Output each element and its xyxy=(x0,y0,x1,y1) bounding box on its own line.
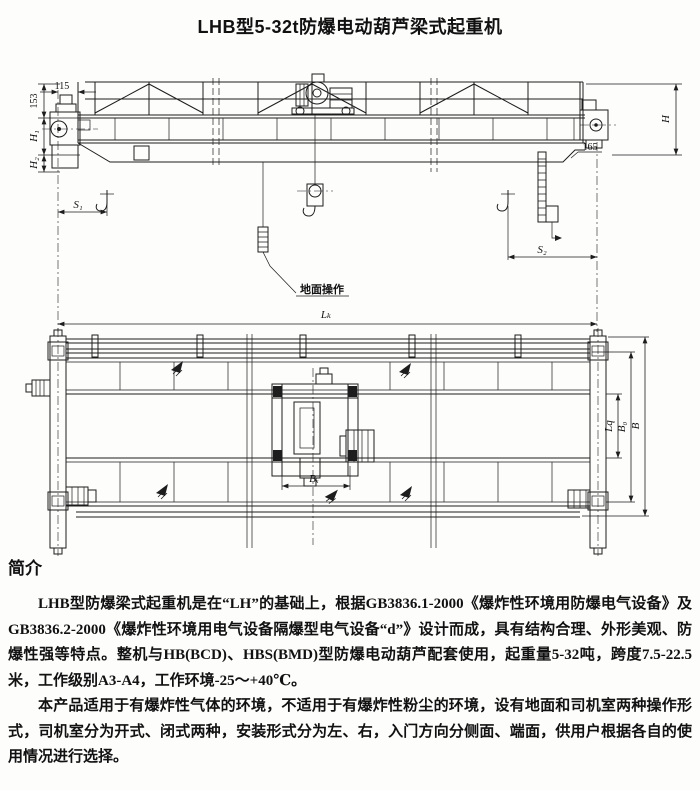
dimension-bx: Bₓ xyxy=(281,466,351,490)
dim-label-h2: H₂ xyxy=(28,157,40,170)
plan-girder-2 xyxy=(65,457,591,507)
plan-trolley xyxy=(271,367,375,487)
s1-hook xyxy=(95,190,114,212)
pendant-control: 地面操作 xyxy=(257,162,349,297)
bridge-girder-truss xyxy=(77,81,585,144)
front-view: 地面操作 115 xyxy=(28,73,682,332)
dimension-s2: S₂ xyxy=(507,206,597,260)
dim-label-153: 153 xyxy=(29,94,40,109)
dim-label-lk: Lₖ xyxy=(320,309,331,321)
dimension-h: H xyxy=(586,83,682,156)
dim-label-bx: Bₓ xyxy=(309,473,319,485)
plan-stays xyxy=(246,334,437,548)
center-lines xyxy=(42,90,616,332)
dimension-h1: H₁ xyxy=(28,118,80,156)
dimension-lq: Lq xyxy=(603,393,622,459)
dimension-115: 115 xyxy=(40,81,96,95)
intro-section: 简介 LHB型防爆梁式起重机是在“LH”的基础上，根据GB3836.1-2000… xyxy=(8,554,692,771)
dim-label-165: 165 xyxy=(583,142,598,153)
section-break-lines xyxy=(212,78,438,172)
crane-technical-drawing: 地面操作 115 xyxy=(25,73,682,556)
dim-label-s2: S₂ xyxy=(537,244,547,256)
dimension-s1: S₁ xyxy=(58,196,108,216)
intro-paragraph-2: 本产品适用于有爆炸性气体的环境，不适用于有爆炸性粉尘的环境，设有地面和司机室两种… xyxy=(8,698,692,765)
dim-label-b0: B₀ xyxy=(616,422,628,433)
hook-block xyxy=(297,114,333,217)
shaft-couplings xyxy=(91,334,522,358)
travel-drive-motors xyxy=(25,379,591,509)
dim-label-b: B xyxy=(630,422,642,429)
dim-label-115: 115 xyxy=(55,81,70,92)
plan-centerlines xyxy=(57,328,599,556)
intro-paragraph-1: LHB型防爆梁式起重机是在“LH”的基础上，根据GB3836.1-2000《爆炸… xyxy=(8,596,692,689)
plan-girder-1 xyxy=(65,357,591,395)
dimension-lk: Lₖ xyxy=(58,309,597,327)
plan-drive-shaft xyxy=(66,338,590,354)
girder-underside xyxy=(77,142,585,163)
dimension-165: 165 xyxy=(570,142,602,159)
right-end-carriage xyxy=(579,99,609,149)
right-limit-assembly xyxy=(537,151,562,241)
hoist-trolley xyxy=(291,73,355,116)
intro-heading: 简介 xyxy=(8,559,42,578)
dim-label-h1: H₁ xyxy=(28,130,40,143)
dimension-b: B xyxy=(582,336,649,517)
s2-hook xyxy=(496,190,515,212)
dim-label-h: H xyxy=(660,114,672,124)
plan-view: Bₓ Lq B₀ B xyxy=(25,328,649,556)
dimension-b0: B₀ xyxy=(592,351,635,503)
dimension-153: 153 xyxy=(29,83,78,119)
dimension-h2: H₂ xyxy=(28,155,60,173)
dim-label-lq: Lq xyxy=(603,420,615,433)
left-end-carriage xyxy=(49,94,91,169)
girder-stiffeners xyxy=(114,118,575,140)
ground-operation-label: 地面操作 xyxy=(300,282,344,296)
dim-label-s1: S₁ xyxy=(73,199,83,211)
plan-walkway xyxy=(76,511,580,518)
page-title: LHB型5-32t防爆电动葫芦梁式起重机 xyxy=(197,17,503,37)
